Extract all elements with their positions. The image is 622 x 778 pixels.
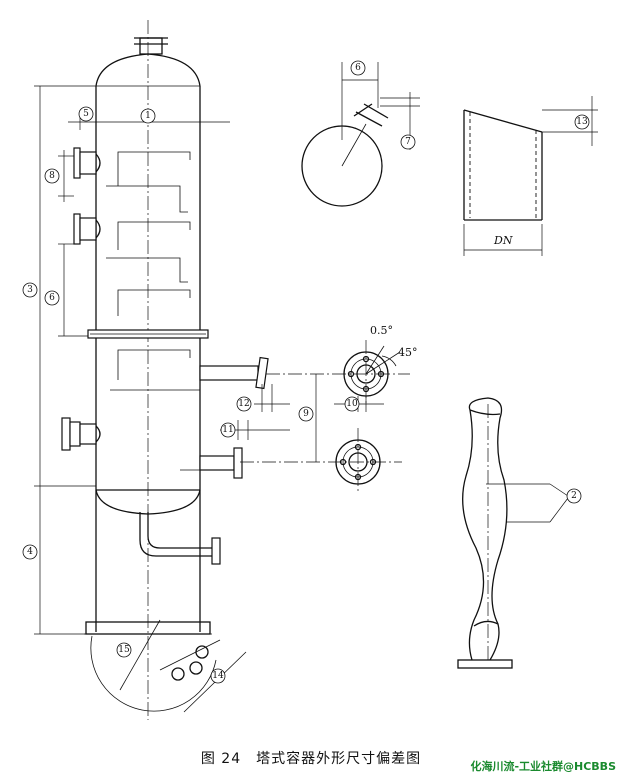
dn-label: DN: [493, 234, 513, 247]
svg-text:4: 4: [27, 547, 33, 557]
watermark-text: 化海川流-工业社群@HCBBS: [470, 760, 616, 773]
dim-label-3: 3: [22, 282, 38, 298]
flange-view-upper: [266, 340, 410, 404]
straightness-view: [457, 397, 569, 669]
dim-label-6b: 6: [350, 60, 366, 76]
dim-label-8: 8: [44, 168, 60, 184]
dim-label-13: 13: [574, 114, 590, 130]
svg-text:15: 15: [118, 645, 130, 655]
svg-text:11: 11: [222, 425, 233, 435]
svg-text:8: 8: [49, 171, 55, 181]
svg-text:1: 1: [145, 111, 151, 121]
tower-vessel-deviation-drawing: 1 2 3 4 5 6 6 7 8 9 10 11 12 13 14 15 DN…: [22, 20, 598, 720]
flange-view-lower: [240, 428, 402, 494]
dim-label-12: 12: [236, 396, 252, 412]
svg-text:7: 7: [405, 137, 411, 147]
dim-label-9: 9: [298, 406, 314, 422]
svg-text:6: 6: [355, 63, 361, 73]
figure-caption: 图 24 塔式容器外形尺寸偏差图: [200, 751, 422, 767]
left-nozzle-lower: [61, 417, 101, 451]
dim-label-1: 1: [140, 108, 156, 124]
svg-text:12: 12: [238, 399, 249, 409]
dim-label-2: 2: [566, 488, 582, 504]
angle-label-45: 45°: [398, 346, 418, 359]
dim-label-10: 10: [344, 396, 360, 412]
left-nozzle-upper: [73, 147, 101, 179]
dim-label-6a: 6: [44, 290, 60, 306]
dim-label-14: 14: [210, 668, 226, 684]
bottom-elbow-outlet: [139, 512, 221, 565]
svg-text:6: 6: [49, 293, 55, 303]
dim-label-11: 11: [220, 422, 236, 438]
dim-label-15: 15: [116, 642, 132, 658]
cylinder-squareness-view: [463, 96, 598, 256]
dim-label-7: 7: [400, 134, 416, 150]
svg-text:10: 10: [346, 399, 358, 409]
left-nozzle-middle: [73, 213, 101, 245]
svg-text:9: 9: [303, 409, 309, 419]
right-nozzle-upper: [199, 356, 269, 390]
dim-label-5: 5: [78, 106, 94, 122]
svg-text:14: 14: [212, 671, 224, 681]
svg-text:5: 5: [83, 109, 89, 119]
svg-text:2: 2: [571, 491, 577, 501]
dim-label-4: 4: [22, 544, 38, 560]
angle-label-small: 0.5°: [370, 324, 393, 337]
svg-text:13: 13: [576, 117, 588, 127]
svg-text:3: 3: [27, 285, 33, 295]
nozzle-orientation-view: [301, 62, 420, 207]
tray-internals: [106, 151, 200, 471]
tower-vessel: [61, 20, 269, 720]
right-nozzle-lower: [199, 447, 243, 479]
